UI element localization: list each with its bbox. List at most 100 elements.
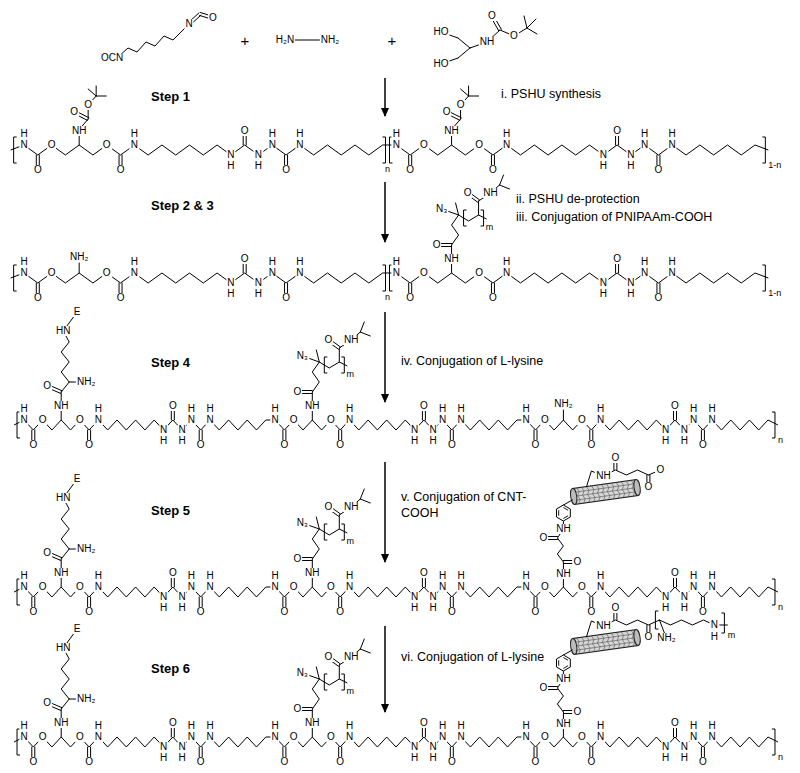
atom-label: NH [555, 569, 571, 579]
atom-label: NH₂ [76, 377, 96, 387]
atom-label: O [586, 440, 596, 450]
atom-label: O [240, 254, 250, 264]
atom-label: O [670, 401, 680, 411]
bond-line [451, 264, 452, 273]
bond-line [527, 28, 537, 34]
atom-label: NH [343, 335, 359, 345]
atom-label: N [159, 742, 168, 752]
tube-mesh [573, 480, 639, 505]
atom-label: N [19, 268, 28, 278]
atom-label: H [429, 603, 438, 613]
atom-label: N [254, 150, 263, 160]
bond-line [118, 24, 189, 57]
atom-label: NH₂ [69, 252, 89, 262]
atom-label: O [419, 401, 429, 411]
atom-label: N [689, 415, 698, 425]
repeat-bracket [772, 412, 775, 438]
atom-label: NH [304, 718, 320, 728]
atom-label: N [708, 415, 717, 425]
atom-label: NH [443, 254, 459, 264]
atom-label: O [323, 502, 333, 512]
step-label: Step 4 [150, 356, 191, 369]
atom-label: N₃ [296, 351, 309, 361]
atom-label: O [432, 240, 442, 250]
bond-line [360, 332, 370, 336]
atom-label: N [456, 415, 465, 425]
atom-label: O [42, 698, 52, 708]
atom-label: O [168, 568, 178, 578]
atom-label: O [102, 268, 112, 278]
atom-label: O [75, 582, 85, 592]
carbon-nanotube [570, 479, 642, 505]
repeat-subscript: m [346, 537, 356, 546]
atom-label: H [661, 753, 670, 763]
atom-label: O [419, 718, 429, 728]
atom-label: N [410, 592, 419, 602]
step-description: iv. Conjugation of L-lysine [400, 354, 544, 370]
atom-label: HO [433, 27, 450, 37]
reaction-arrow [384, 626, 386, 712]
atom-label: H [410, 436, 419, 446]
bond-line [316, 350, 319, 362]
atom-label: H [456, 571, 465, 581]
bond-line [316, 667, 319, 679]
atom-label: O [447, 440, 457, 450]
atom-label: H [19, 129, 28, 139]
bond-line [458, 38, 470, 48]
atom-label: H [680, 436, 689, 446]
atom-label: O [405, 165, 415, 175]
atom-label: N [94, 732, 103, 742]
atom-label: H [159, 436, 168, 446]
atom-label: H [187, 571, 196, 581]
atom-label: O [326, 732, 336, 742]
bond-line [312, 362, 347, 392]
tube-end [633, 479, 641, 496]
atom-label: N [94, 415, 103, 425]
plus-sign: + [387, 33, 398, 48]
atom-label: N [177, 425, 186, 435]
atom-label: O [442, 107, 452, 117]
atom-label: H [708, 404, 717, 414]
atom-label: N [708, 582, 717, 592]
bond-line [563, 729, 564, 737]
repeat-bracket [721, 613, 724, 633]
atom-label: O [531, 607, 541, 617]
atom-label: O [419, 268, 429, 278]
step-description: ii. PSHU de-protection [515, 192, 641, 208]
atom-label: H [226, 161, 235, 171]
step-label: Step 1 [150, 90, 191, 103]
bond-line [61, 382, 69, 392]
atom-label: N [187, 582, 196, 592]
atom-label: O [280, 757, 290, 767]
atom-label: O [612, 126, 622, 136]
benzene-ring [556, 505, 570, 521]
atom-label: H [456, 721, 465, 731]
atom-label: HO [433, 59, 450, 69]
repeat-bracket [772, 729, 775, 755]
repeat-bracket [383, 265, 386, 291]
atom-label: H [689, 721, 698, 731]
bond-line [563, 500, 572, 505]
atom-label: N₃ [296, 668, 309, 678]
atom-label: N [19, 140, 28, 150]
ring-outline [556, 505, 570, 521]
atom-label: O [280, 440, 290, 450]
atom-label: NH [343, 502, 359, 512]
atom-label: O [38, 582, 48, 592]
atom-label: O [69, 107, 79, 117]
atom-label: H [410, 603, 419, 613]
atom-label: NH [53, 401, 69, 411]
bond-line [451, 136, 452, 145]
atom-label: N [429, 742, 438, 752]
atom-label: H [438, 404, 447, 414]
atom-label: O [644, 632, 654, 642]
atom-label: NH [304, 401, 320, 411]
atom-label: O [47, 140, 57, 150]
atom-label: H [187, 404, 196, 414]
atom-label: H [345, 404, 354, 414]
atom-label: H [680, 603, 689, 613]
bond-line [61, 699, 69, 709]
atom-label: H [94, 571, 103, 581]
bond-line [61, 549, 69, 559]
atom-label: NH [482, 188, 498, 198]
